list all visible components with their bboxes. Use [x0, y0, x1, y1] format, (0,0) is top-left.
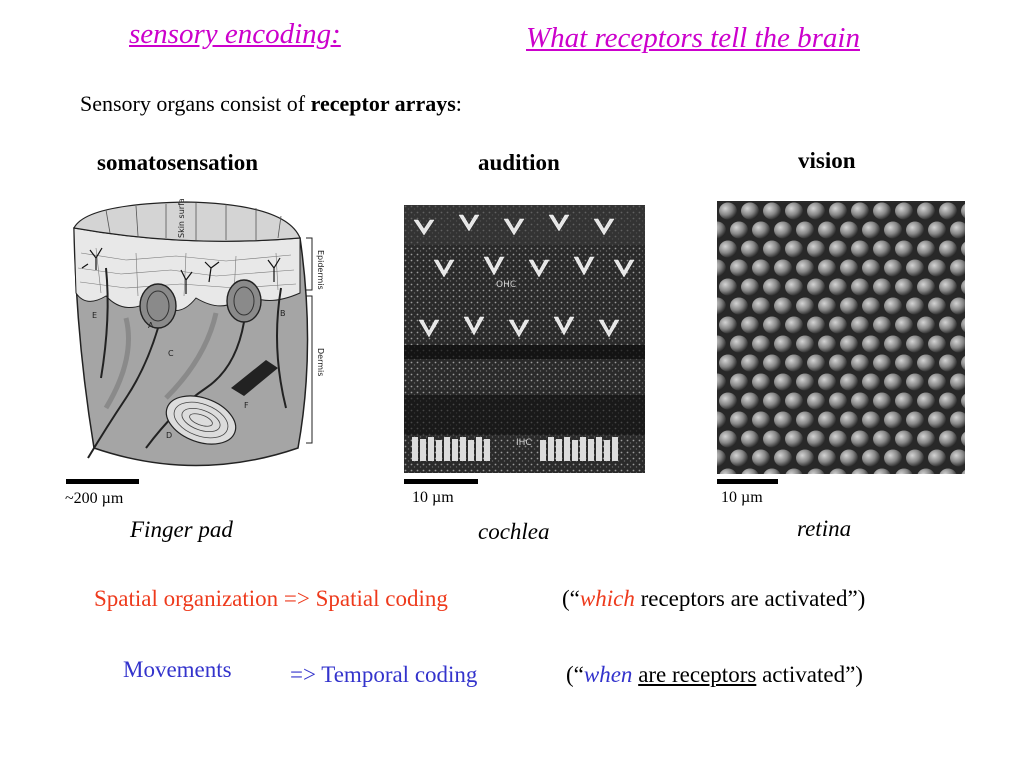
caption-retina: retina — [797, 516, 852, 541]
ohc-label: OHC — [496, 280, 516, 290]
spatial-open-quote: (“ — [562, 586, 580, 611]
heading-audition: audition — [478, 150, 560, 175]
cochlea-micrograph-image: OHC IHC — [404, 205, 645, 473]
label-f: F — [244, 401, 249, 410]
label-b: B — [280, 309, 286, 318]
intro-prefix: Sensory organs consist of — [80, 91, 311, 116]
skin-surface-label: Skin surface — [177, 198, 186, 238]
label-a: A — [148, 321, 154, 330]
retina-micrograph-image — [717, 201, 965, 474]
label-c: C — [168, 349, 174, 358]
temporal-open-quote: (“ — [566, 662, 584, 687]
ihc-label: IHC — [516, 438, 532, 448]
label-d: D — [166, 431, 172, 440]
caption-cochlea: cochlea — [478, 519, 550, 544]
scale-label-skin: ~200 µm — [65, 490, 124, 507]
scale-label-retina: 10 µm — [721, 489, 763, 506]
epidermis-label: Epidermis — [316, 250, 325, 290]
spatial-which: which — [579, 586, 635, 611]
scale-label-cochlea: 10 µm — [412, 489, 454, 506]
spatial-coding-text: Spatial organization => Spatial coding — [94, 586, 448, 611]
temporal-coding-text: => Temporal coding — [290, 662, 478, 687]
skin-diagram-image: Epidermis Dermis Skin surface A B C D E … — [66, 198, 336, 473]
slide-title-left: sensory encoding: — [129, 18, 341, 50]
cochlea-hair-cell-icon: OHC IHC — [404, 205, 645, 473]
heading-vision: vision — [798, 148, 856, 173]
heading-somatosensation: somatosensation — [97, 150, 259, 175]
skin-cross-section-icon: Epidermis Dermis Skin surface A B C D E … — [73, 198, 325, 467]
slide-title-right: What receptors tell the brain — [526, 22, 860, 54]
caption-finger-pad: Finger pad — [130, 517, 233, 542]
temporal-are-receptors: are receptors — [638, 662, 757, 687]
spatial-rest: receptors are activated”) — [634, 586, 866, 611]
movements-text: Movements — [123, 657, 232, 682]
intro-suffix: : — [455, 91, 462, 116]
temporal-when: when — [583, 662, 633, 687]
dermis-label: Dermis — [316, 348, 325, 376]
retina-photoreceptor-icon — [717, 201, 965, 474]
scale-bar-skin — [66, 479, 139, 484]
label-e: E — [92, 311, 97, 320]
temporal-coding-note: (“when are receptors activated”) — [566, 662, 863, 688]
spatial-coding-note: (“which receptors are activated”) — [562, 586, 865, 612]
scale-bar-retina — [717, 479, 778, 484]
intro-sentence: Sensory organs consist of receptor array… — [80, 91, 462, 117]
temporal-rest: activated”) — [756, 662, 863, 687]
intro-bold: receptor arrays — [310, 91, 456, 116]
scale-bar-cochlea — [404, 479, 478, 484]
